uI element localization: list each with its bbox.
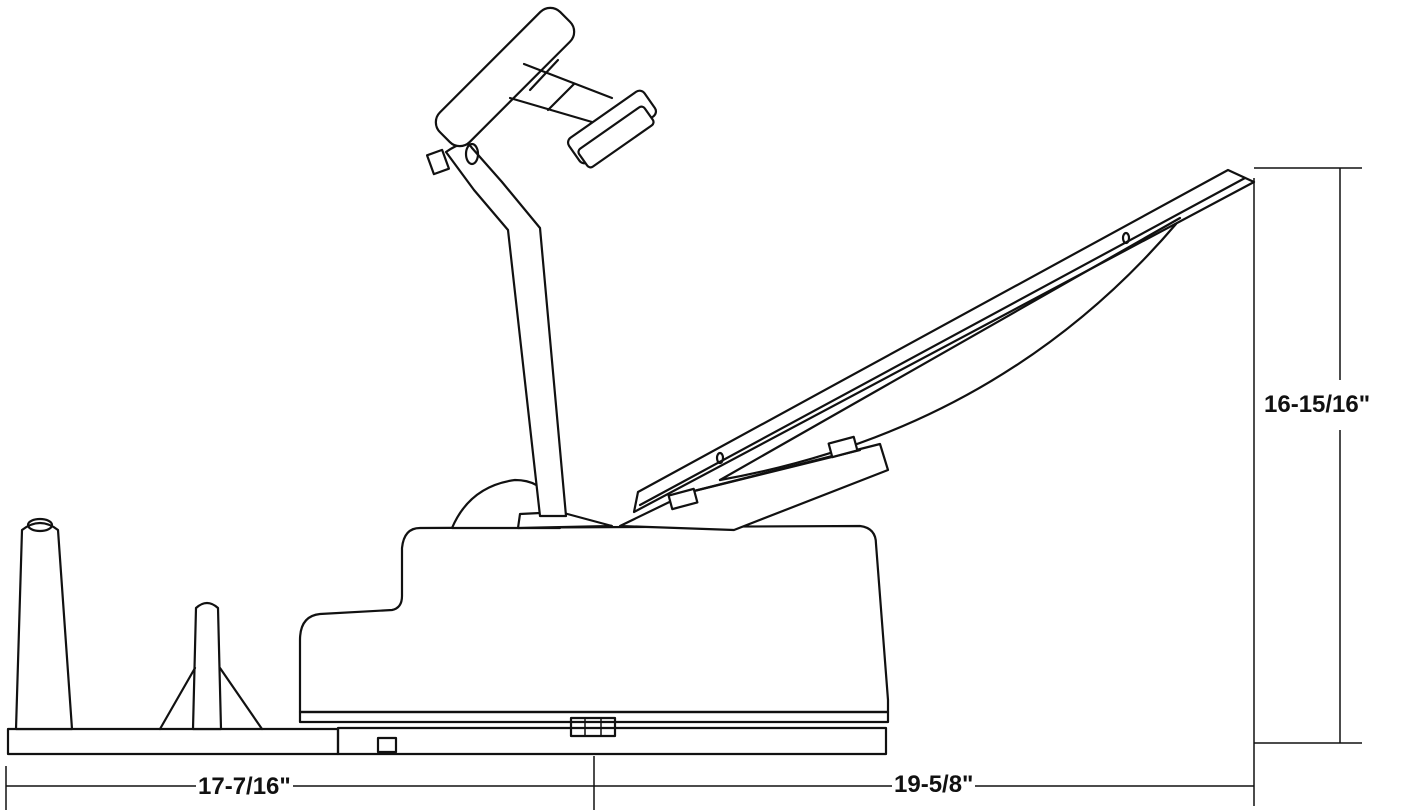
handle-head <box>434 6 658 169</box>
inclined-plate <box>618 168 1256 532</box>
width-dimension-line <box>5 756 1254 810</box>
left-length-dimension-label: 17-7/16" <box>196 773 293 800</box>
main-housing <box>298 524 890 738</box>
base-board <box>6 726 888 756</box>
right-length-dimension-label: 19-5/8" <box>892 771 976 798</box>
lever-arm <box>425 142 614 530</box>
tall-cone-post <box>14 517 74 731</box>
small-post <box>158 601 264 731</box>
height-dimension-label: 16-15/16" <box>1262 391 1373 418</box>
height-dimension-line <box>1253 167 1362 806</box>
